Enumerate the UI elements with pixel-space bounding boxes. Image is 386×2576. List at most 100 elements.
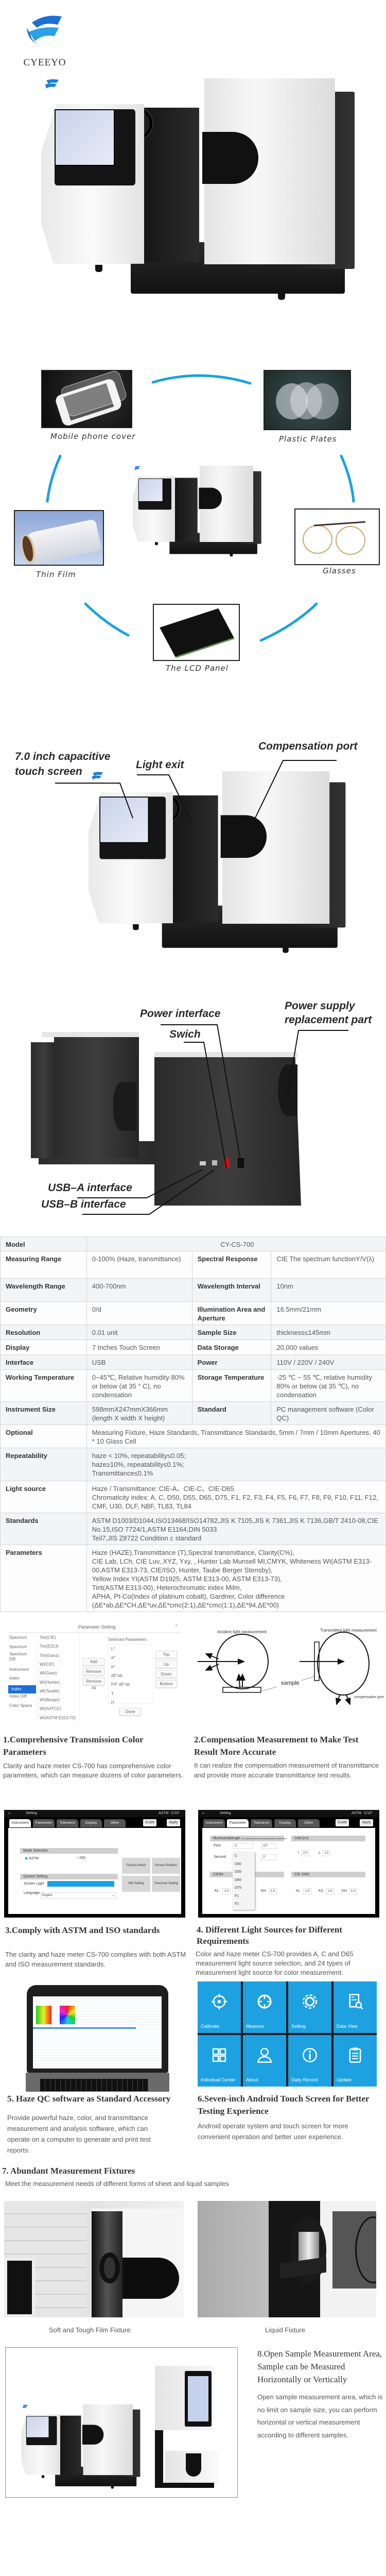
clipboard-icon	[346, 2046, 364, 2066]
selected-parameter-item[interactable]: T	[111, 1691, 114, 1696]
touch-screen-leader	[55, 783, 133, 819]
cie2000-kc-input[interactable]: 1.0	[326, 1888, 334, 1894]
selected-parameter-item[interactable]: L*	[111, 1647, 115, 1651]
incident-label: Incident light measurement	[217, 1630, 267, 1634]
android-tile-data-view[interactable]: Data View	[334, 1981, 377, 2033]
cie2000-kh-input[interactable]: 1.0	[349, 1888, 357, 1894]
apply-button[interactable]: Apply	[360, 1819, 373, 1826]
parameter-category-item[interactable]: Index	[8, 1685, 36, 1693]
dropdown-option[interactable]: D65	[235, 1878, 241, 1882]
available-parameter-item[interactable]: WI(ASTM E313-73)	[40, 1715, 76, 1720]
selected-parameter-item[interactable]: a*	[111, 1655, 115, 1660]
callout-power-supply: Power supply replacement part	[285, 999, 372, 1027]
settings-tile-button[interactable]: Timezone Setting	[152, 1876, 180, 1892]
tab-other[interactable]: Other	[104, 1819, 126, 1827]
tab-tolerance[interactable]: Tolerance	[57, 1819, 78, 1827]
parameter-category-item[interactable]: Spectrum	[9, 1645, 27, 1649]
selected-parameter-item[interactable]: P/F dE*ab	[111, 1682, 130, 1687]
selected-parameter-item[interactable]: b*	[111, 1664, 115, 1669]
parameter-category-item[interactable]: Index Diff.	[9, 1694, 28, 1699]
cie2000-kl-input[interactable]: 1.0	[303, 1888, 311, 1894]
arc-right	[340, 454, 355, 503]
tab-other[interactable]: Other	[298, 1819, 320, 1827]
feature-3-body: The clarity and haze meter CS-700 compli…	[5, 1951, 186, 1968]
first-illuminant-select[interactable]: C	[233, 1843, 253, 1849]
available-parameter-item[interactable]: Tint(E313)	[40, 1644, 59, 1649]
settings-tile-button[interactable]: Factory Reset	[122, 1858, 150, 1874]
parameter-category-item[interactable]: Spectrum Diff.	[9, 1652, 27, 1662]
cmc-l-input[interactable]: 2.0	[301, 1850, 309, 1856]
haze-meter-illustration	[41, 78, 355, 313]
available-parameter-item[interactable]: Tint(CIE)	[40, 1635, 56, 1640]
guide-button[interactable]: Guide	[336, 1819, 349, 1826]
done-button[interactable]: Done	[119, 1708, 141, 1716]
settings-tile-button[interactable]: Screen Rotation	[152, 1858, 180, 1874]
second-angle-select[interactable]: 2°	[261, 1854, 276, 1860]
feature-6-title: 6.Seven-inch Android Touch Screen for Be…	[198, 2094, 370, 2116]
haze-meter-illustration	[89, 771, 346, 964]
android-tile-update[interactable]: Update	[334, 2035, 377, 2087]
dropdown-option[interactable]: F1	[235, 1894, 239, 1898]
available-parameter-item[interactable]: WI(Tauble)	[40, 1688, 60, 1693]
screen-light-slider[interactable]	[47, 1881, 114, 1887]
selected-parameters-list[interactable]	[108, 1644, 152, 1704]
order-down-button[interactable]: Down	[155, 1670, 177, 1678]
order-bottom-button[interactable]: Bottom	[155, 1680, 177, 1688]
apply-button[interactable]: Apply	[167, 1819, 180, 1826]
android-tile-setting[interactable]: Setting	[288, 1981, 331, 2033]
parameter-category-item[interactable]: Color Space	[9, 1703, 32, 1708]
close-icon[interactable]: ×	[175, 1623, 178, 1629]
home-icon[interactable]: ⌂	[202, 1811, 205, 1815]
dropdown-option[interactable]: D50	[235, 1862, 241, 1866]
available-parameter-item[interactable]: WI(Ganz)	[40, 1671, 58, 1676]
parameter-category-item[interactable]: Index	[9, 1676, 20, 1681]
dropdown-option[interactable]: C	[235, 1854, 238, 1858]
radio-iso[interactable]: ○ ISO	[76, 1856, 86, 1860]
available-parameter-item[interactable]: WI(CIE)	[40, 1662, 55, 1667]
available-parameter-item[interactable]: WI(Berger)	[40, 1698, 60, 1703]
settings-tile-button[interactable]: Wifi Setting	[122, 1876, 150, 1892]
tab-display[interactable]: Display	[80, 1819, 102, 1827]
back-tower-top	[42, 1032, 139, 1037]
home-icon[interactable]: ⌂	[8, 1811, 11, 1815]
selected-parameter-item[interactable]: dE*ab	[111, 1673, 122, 1678]
available-parameter-item[interactable]: WI(Hunter)	[40, 1680, 60, 1685]
cmc-l-label: l	[298, 1851, 299, 1855]
selected-parameter-item[interactable]: H	[111, 1700, 114, 1705]
language-select[interactable]: English⌄	[40, 1892, 116, 1899]
parameter-category-item[interactable]: Spectrum	[9, 1635, 27, 1640]
sample-label: sample	[281, 1680, 299, 1686]
dropdown-option[interactable]: F2	[235, 1902, 239, 1906]
order-top-button[interactable]: Top	[155, 1651, 177, 1658]
parameter-category-item[interactable]: Instrument	[9, 1667, 29, 1672]
available-parameter-item[interactable]: Tint(Ganz)	[40, 1653, 59, 1658]
spec-label: Light source	[0, 1481, 87, 1513]
cie94-kh-input[interactable]: 1.0	[269, 1888, 277, 1894]
tab-instrument[interactable]: Instrument	[203, 1819, 225, 1827]
cie94-kl-input[interactable]: 1.0	[222, 1888, 231, 1894]
android-tile-calibrate[interactable]: Calibrate	[198, 1981, 241, 2033]
first-angle-select[interactable]: 10°	[261, 1843, 276, 1849]
dropdown-option[interactable]: D75	[235, 1886, 241, 1890]
android-tile-about[interactable]: About	[243, 2035, 286, 2087]
available-parameter-item[interactable]: WI(AATCC)	[40, 1706, 61, 1711]
dropdown-option[interactable]: D55	[235, 1870, 241, 1874]
add-button[interactable]: Add	[83, 1658, 104, 1666]
radio-astm[interactable]: ◉ ASTM	[25, 1857, 39, 1860]
tab-instrument[interactable]: Instrument	[9, 1819, 31, 1827]
tab-parameter[interactable]: Parameter	[227, 1819, 249, 1827]
tab-parameter[interactable]: Parameter	[33, 1819, 55, 1827]
power-switch[interactable]	[224, 1158, 230, 1167]
android-tile-measure[interactable]: Measure	[243, 1981, 286, 2033]
guide-button[interactable]: Guide	[143, 1819, 156, 1826]
order-up-button[interactable]: Up	[155, 1660, 177, 1668]
remove-button[interactable]: Remove	[83, 1668, 104, 1675]
tab-tolerance[interactable]: Tolerance	[251, 1819, 272, 1827]
android-tile-daily-record[interactable]: Daily Record	[288, 2035, 331, 2087]
remove-all-button[interactable]: Remove All	[83, 1677, 104, 1690]
android-tile-individual-center[interactable]: Individual Center	[198, 2035, 241, 2087]
spec-label: Standards	[0, 1513, 87, 1545]
cmc-c-input[interactable]: 1.0	[322, 1850, 330, 1856]
tab-display[interactable]: Display	[274, 1819, 296, 1827]
